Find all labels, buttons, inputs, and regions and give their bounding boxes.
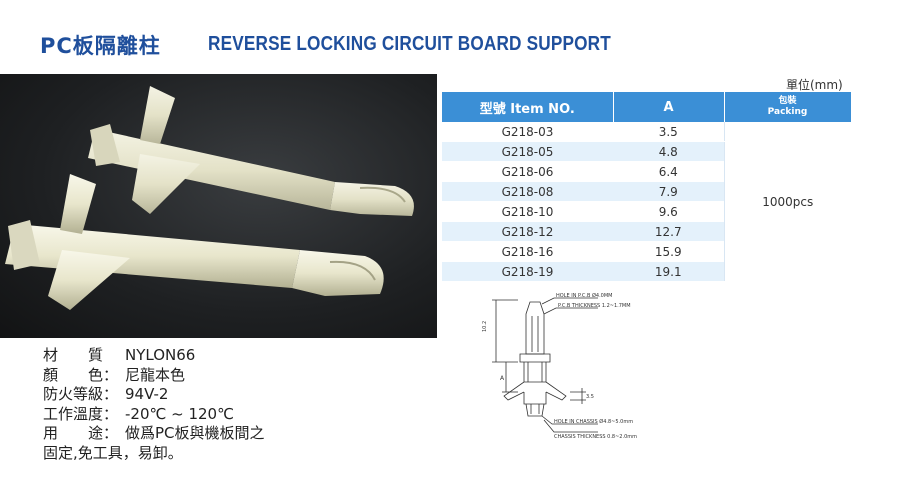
title-english: REVERSE LOCKING CIRCUIT BOARD SUPPORT [208,33,611,55]
chassis-thickness-label: CHASSIS THICKNESS 0.8~2.0mm [554,434,637,440]
cell-a: 4.8 [613,141,724,162]
pcb-thickness-label: P.C.B THICKNESS 1.2~1.7MM [558,303,631,309]
title-chinese: PC板隔離柱 [40,34,161,58]
cell-item: G218-03 [442,122,613,142]
cell-a: 12.7 [613,221,724,242]
product-photo-illustration [5,86,414,310]
property-value: 94V-2 [125,385,169,403]
property-value: -20℃ ~ 120℃ [125,404,234,423]
spec-table-header: 型號 Item NO. A 包裝 Packing [442,92,852,122]
table-row: G218-08 7.9 [442,181,851,202]
table-row: G218-06 6.4 [442,161,851,182]
cell-a: 15.9 [613,241,724,262]
table-row: G218-12 12.7 [442,221,851,242]
property-label: 材 質 [43,346,104,364]
table-row: G218-19 19.1 [442,261,851,282]
hole-pcb-label: HOLE IN P.C.B Ø4.0MM [556,292,612,299]
unit-label: 單位(mm) [786,78,843,92]
property-row-flame-rating: 防火等級： 94V-2 [43,385,265,405]
cell-a: 6.4 [613,161,724,182]
cell-item: G218-19 [442,261,613,282]
property-row-usage-cont: 固定,免工具，易卸。 [43,444,265,464]
header-packing: 包裝 Packing [724,92,852,122]
standoff-upper [88,86,414,216]
product-photo [0,74,437,338]
property-value: 固定,免工具，易卸。 [43,443,183,462]
cell-a: 7.9 [613,181,724,202]
header-packing-en: Packing [767,107,808,117]
cell-a: 3.5 [613,122,724,142]
property-row-color: 顏 色： 尼龍本色 [43,366,265,386]
table-row: G218-05 4.8 [442,141,851,162]
table-row: G218-16 15.9 [442,241,851,262]
property-row-temperature: 工作溫度： -20℃ ~ 120℃ [43,405,265,425]
cell-item: G218-12 [442,221,613,242]
property-label: 顏 色： [43,365,119,384]
header-item-no: 型號 Item NO. [442,92,614,122]
property-value: 做爲PC板與機板間之 [125,424,265,442]
dim-height-label: 10.2 [482,321,488,332]
table-row: G218-03 3.5 1000pcs [442,122,851,282]
cell-a: 9.6 [613,201,724,222]
property-row-usage: 用 途： 做爲PC板與機板間之 [43,424,265,444]
dim-a-label: A [500,375,505,382]
cell-item: G218-08 [442,181,613,202]
cell-item: G218-06 [442,161,613,182]
cell-item: G218-05 [442,141,613,162]
technical-drawing: 10.2 A 3.5 HOLE IN P.C.B Ø4.0MM P.C.B TH… [478,292,708,451]
property-label: 防火等級： [43,385,119,403]
property-label: 工作溫度： [43,404,119,423]
dim-small-label: 3.5 [586,394,594,400]
property-row-material: 材 質 NYLON66 [43,346,265,366]
property-value: NYLON66 [125,346,196,364]
property-value: 尼龍本色 [125,365,186,384]
cell-item: G218-16 [442,241,613,262]
cell-a: 19.1 [613,261,724,282]
spec-table: 型號 Item NO. A 包裝 Packing G218-03 3.5 100… [442,92,852,282]
header-packing-cn: 包裝 [778,96,797,106]
cell-packing: 1000pcs [723,122,851,282]
header-a: A [613,92,725,122]
cell-item: G218-10 [442,201,613,222]
hole-chassis-label: HOLE IN CHASSIS Ø4.8~5.0mm [554,418,633,425]
property-label: 用 途： [43,424,119,442]
table-row: G218-10 9.6 [442,201,851,222]
technical-drawing-svg: 10.2 A 3.5 HOLE IN P.C.B Ø4.0MM P.C.B TH… [482,292,637,440]
standoff-lower [5,174,384,310]
material-properties: 材 質 NYLON66 顏 色： 尼龍本色 防火等級： 94V-2 工作溫度： -20℃… [43,346,265,463]
